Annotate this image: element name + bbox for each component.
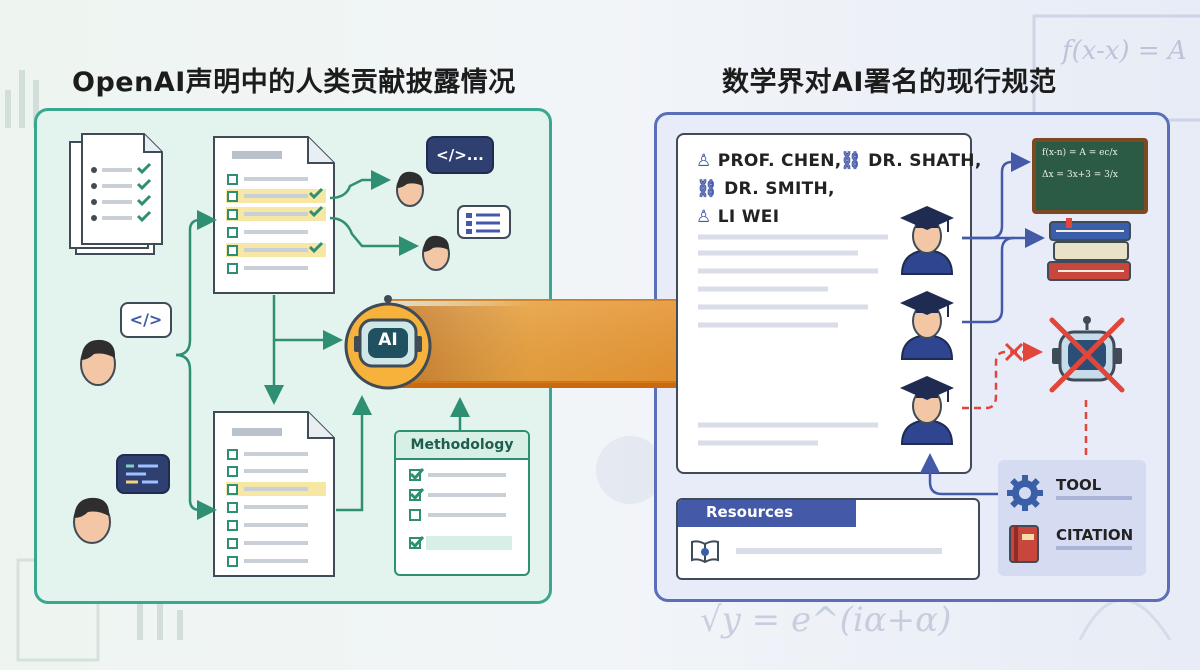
right-title: 数学界对AI署名的现行规范 [722,67,1057,98]
person-mid-right-icon [422,235,450,271]
code-symbol: </> [129,310,163,329]
background-formula-bottom: √y = e^(iα+α) [700,600,952,640]
citation-label: CITATION [1056,526,1134,544]
gear-icon [1007,475,1043,511]
methodology-label: Methodology [396,432,528,460]
person-icon: ♙ [696,207,718,227]
code-symbol-dots: </>... [436,146,484,164]
ai-badge-label: AI [378,330,398,350]
ai-robot-crossed-icon [1049,316,1125,393]
resources-line [736,548,942,554]
author-1: ♙ PROF. CHEN, [696,151,842,171]
tool-label: TOOL [1056,476,1102,494]
book-stack-icon [1047,218,1131,281]
code-bubble-left: </> [120,302,172,338]
left-flow-connectors [175,170,470,520]
citation-underline [1056,546,1132,550]
link-icon: ⛓ [840,151,869,171]
link-icon: ⛓ [696,179,725,199]
graduate-icon-3 [900,376,954,445]
tool-citation-box: TOOL CITATION [998,460,1146,576]
ai-robot-icon [344,295,432,390]
document-stack-icon [69,133,163,255]
chalkboard: f(x-n) = A = ec/x Δx = 3x+3 = 3/x [1032,138,1148,214]
code-bubble-dark [116,454,170,494]
data-table-bubble-icon [457,205,511,239]
book-gear-icon [691,540,719,564]
author-3: ⛓ DR. SMITH, [696,179,835,199]
resources-label: Resources [678,500,856,527]
code-lines-icon [126,464,158,484]
person-left-bottom-icon [73,497,111,544]
chalkboard-formula: f(x-n) = A = ec/x [1042,148,1118,158]
person-left-top-icon [80,339,116,386]
contribution-document-top [213,136,335,294]
background-formula-top: f(x-x) = A [1062,36,1187,66]
person-top-right-icon [396,171,424,207]
author-card-lines [698,234,888,446]
contribution-document-bottom [213,411,335,577]
chalkboard-formula-2: Δx = 3x+3 = 3/x [1042,170,1119,180]
methodology-checklist-icon [409,468,512,550]
graduate-icon-1 [900,206,954,275]
author-2: ⛓ DR. SHATH, [840,151,982,171]
code-bubble-top-right: </>... [426,136,494,174]
resources-card: Resources [676,498,980,580]
graduate-icon-2 [900,291,954,360]
author-4: ♙ LI WEI [696,207,780,227]
person-icon: ♙ [696,151,718,171]
tool-underline [1056,496,1132,500]
methodology-card: Methodology [394,430,530,576]
left-title: OpenAI声明中的人类贡献披露情况 [72,67,516,98]
citation-book-icon [1009,525,1039,563]
